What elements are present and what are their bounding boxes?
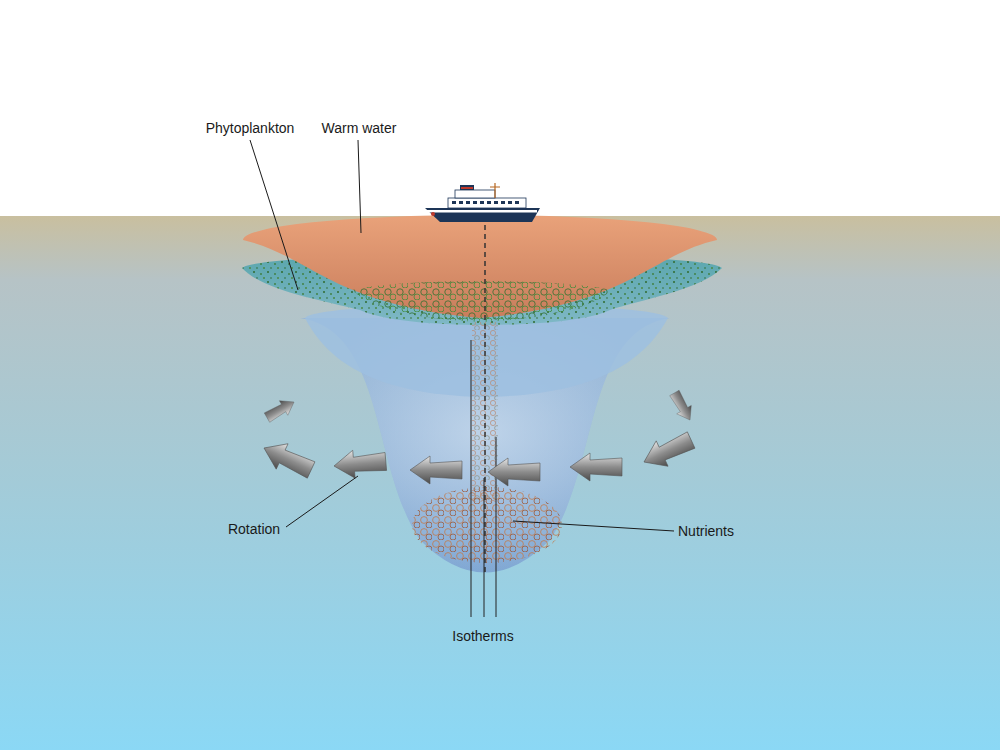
rotation-arrow (258, 435, 317, 482)
leader-line (250, 140, 298, 290)
isotherm-line (496, 437, 497, 617)
nutrients-cluster (412, 487, 562, 563)
leader-line (513, 521, 674, 531)
isotherm-line (484, 478, 485, 617)
phytoplankton-cluster (352, 281, 612, 322)
sky (0, 0, 1000, 216)
callout-label: Rotation (228, 521, 280, 538)
rotation-arrow (570, 453, 622, 481)
callout-label: Warm water (322, 120, 397, 137)
rotation-arrow (410, 456, 462, 484)
ship (425, 183, 540, 222)
callout-label: Nutrients (678, 523, 734, 540)
rotation-arrow (333, 448, 387, 480)
rotation-arrow (488, 458, 540, 486)
leader-line (358, 140, 361, 233)
isotherm-line (471, 340, 472, 617)
rotation-arrow (667, 389, 697, 424)
rotation-arrow (263, 395, 298, 425)
sea (0, 216, 1000, 750)
leader-line (286, 476, 358, 527)
callout-label: Phytoplankton (206, 120, 295, 137)
callout-label: Isotherms (452, 628, 513, 645)
rotation-arrow (638, 427, 697, 474)
